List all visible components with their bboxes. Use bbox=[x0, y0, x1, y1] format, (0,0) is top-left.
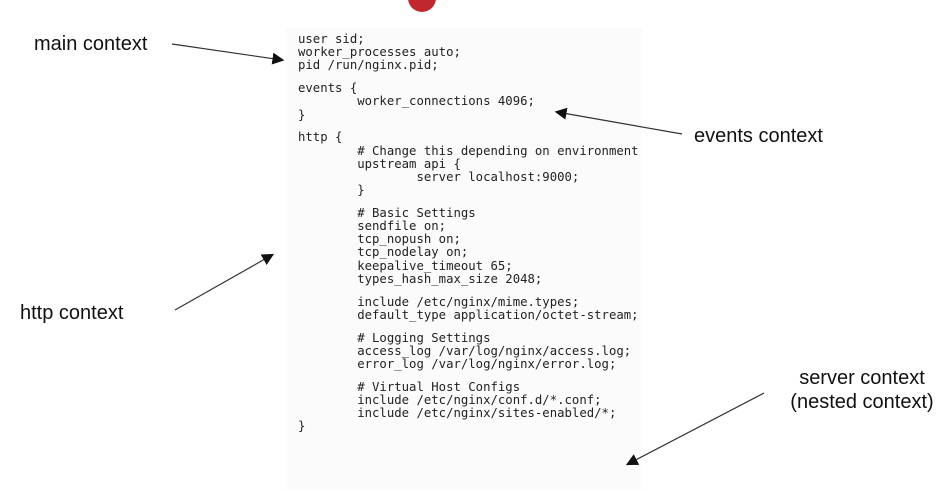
code-line: http { bbox=[298, 130, 343, 145]
code-line: keepalive_timeout 65; bbox=[298, 258, 513, 273]
code-line: default_type application/octet-stream; bbox=[298, 307, 639, 322]
code-line: upstream api { bbox=[298, 156, 461, 171]
code-line: error_log /var/log/nginx/error.log; bbox=[298, 356, 617, 371]
server-context-label: server context (nested context) bbox=[777, 366, 947, 414]
red-logo-fragment bbox=[408, 0, 436, 12]
code-line: # Change this depending on environment bbox=[298, 143, 639, 158]
code-line: } bbox=[298, 107, 306, 122]
code-line: types_hash_max_size 2048; bbox=[298, 271, 543, 286]
code-line: tcp_nodelay on; bbox=[298, 245, 469, 260]
code-line: user sid; bbox=[298, 32, 365, 46]
code-line: include /etc/nginx/mime.types; bbox=[298, 294, 580, 309]
events-context-label: events context bbox=[694, 125, 823, 147]
main-context-label: main context bbox=[34, 33, 148, 55]
code-line: server localhost:9000; bbox=[298, 169, 580, 184]
code-line: sendfile on; bbox=[298, 219, 447, 234]
code-line: # Basic Settings bbox=[298, 205, 476, 220]
code-line: } bbox=[298, 419, 306, 434]
code-line: pid /run/nginx.pid; bbox=[298, 58, 439, 73]
server-context-arrow bbox=[625, 392, 765, 466]
code-line: access_log /var/log/nginx/access.log; bbox=[298, 343, 632, 358]
http-context-arrow bbox=[174, 253, 275, 311]
code-line: # Virtual Host Configs bbox=[298, 379, 521, 394]
server-context-label-line2: (nested context) bbox=[790, 391, 934, 413]
http-context-label: http context bbox=[20, 302, 124, 324]
code-line: worker_connections 4096; bbox=[298, 94, 535, 109]
code-line: events { bbox=[298, 81, 358, 96]
code-line: tcp_nopush on; bbox=[298, 232, 461, 247]
code-line: } bbox=[298, 183, 365, 198]
code-line bbox=[298, 122, 639, 132]
code-line: worker_processes auto; bbox=[298, 45, 461, 60]
code-panel bbox=[286, 28, 642, 490]
code-line: # Logging Settings bbox=[298, 330, 491, 345]
nginx-config-code: user sid;worker_processes auto;pid /run/… bbox=[298, 32, 639, 434]
code-line: include /etc/nginx/conf.d/*.conf; bbox=[298, 392, 602, 407]
server-context-label-line1: server context bbox=[799, 367, 925, 389]
code-line: include /etc/nginx/sites-enabled/*; bbox=[298, 406, 617, 421]
main-context-arrow bbox=[171, 43, 285, 65]
